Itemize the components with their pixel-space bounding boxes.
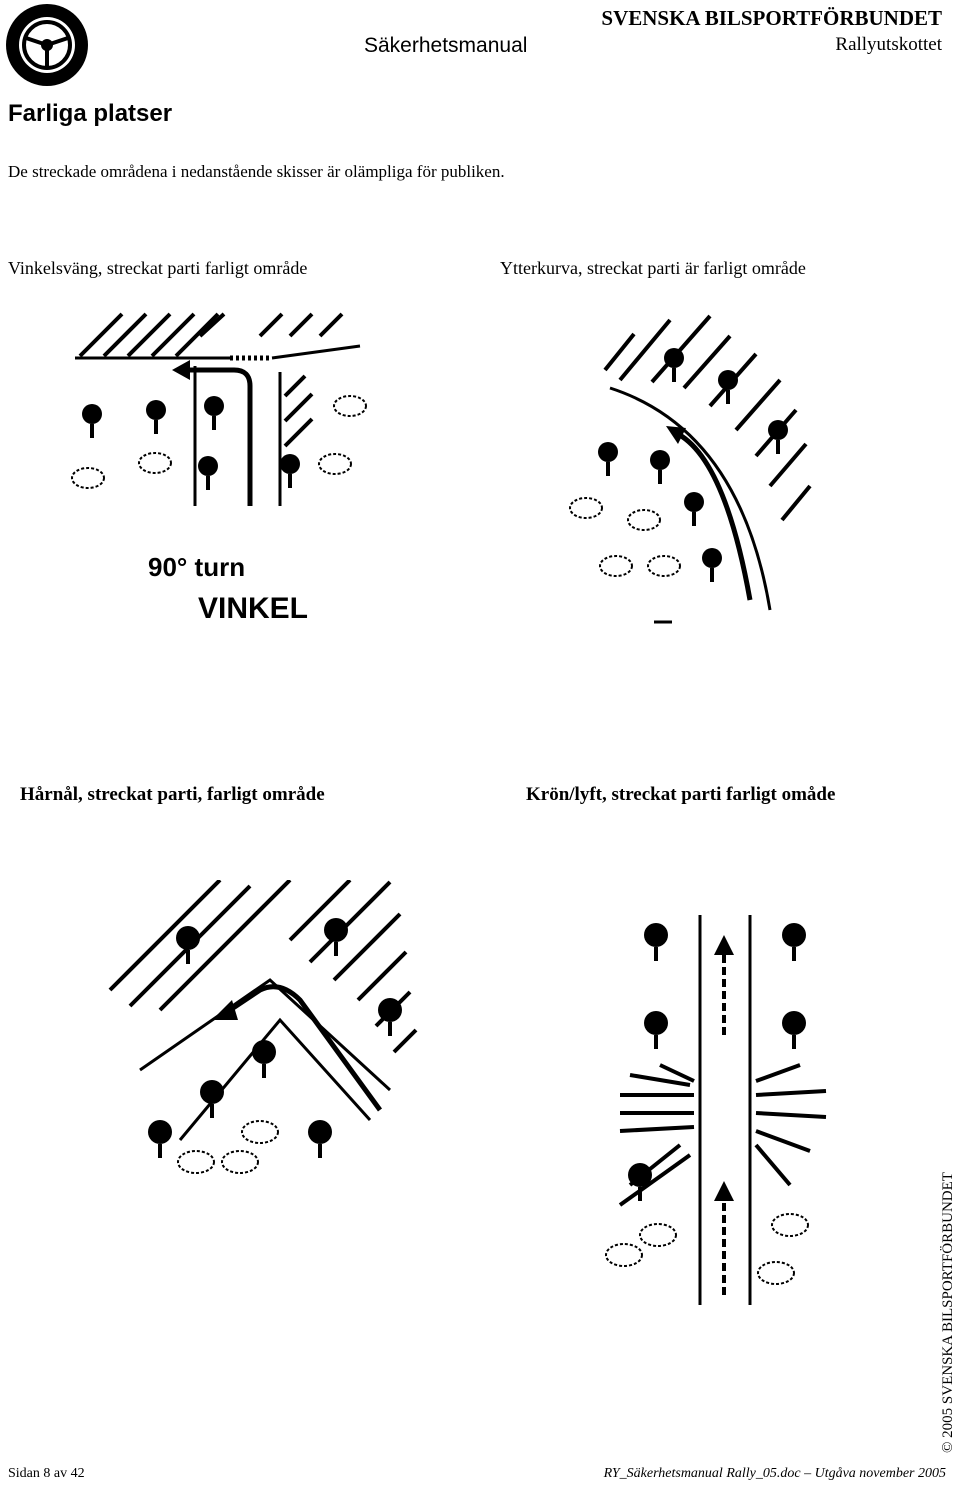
sbf-logo <box>6 4 88 86</box>
caption-vinkelsvang: Vinkelsväng, streckat parti farligt områ… <box>8 258 308 278</box>
caption-kron: Krön/lyft, streckat parti farligt omåde <box>526 784 836 805</box>
side-copyright: © 2005 SVENSKA BILSPORTFÖRBUNDET <box>939 1172 956 1453</box>
side-copyright-text: © 2005 SVENSKA BILSPORTFÖRBUNDET <box>939 1172 956 1453</box>
footer-doc: RY_Säkerhetsmanual Rally_05.doc – Utgåva… <box>603 1466 946 1481</box>
header-subtitle: Rallyutskottet <box>835 34 942 55</box>
caption-harnal: Hårnål, streckat parti, farligt område <box>20 784 325 805</box>
sketch-label-vinkel: VINKEL <box>198 592 308 625</box>
footer-page: Sidan 8 av 42 <box>8 1466 85 1481</box>
sketch-kron <box>605 915 827 1305</box>
page-title: Farliga platser <box>8 100 173 127</box>
intro-text: De streckade områdena i nedanstående ski… <box>8 162 505 181</box>
sketch-harnal <box>108 880 418 1174</box>
header-org: SVENSKA BILSPORTFÖRBUNDET <box>601 6 942 30</box>
sketch-vinkel: 90° turn VINKEL <box>71 312 367 625</box>
header-manual: Säkerhetsmanual <box>364 34 528 57</box>
sketch-ytterkurva <box>569 314 812 624</box>
caption-ytterkurva: Ytterkurva, streckat parti är farligt om… <box>500 258 806 278</box>
sketch-label-90: 90° turn <box>148 552 245 582</box>
